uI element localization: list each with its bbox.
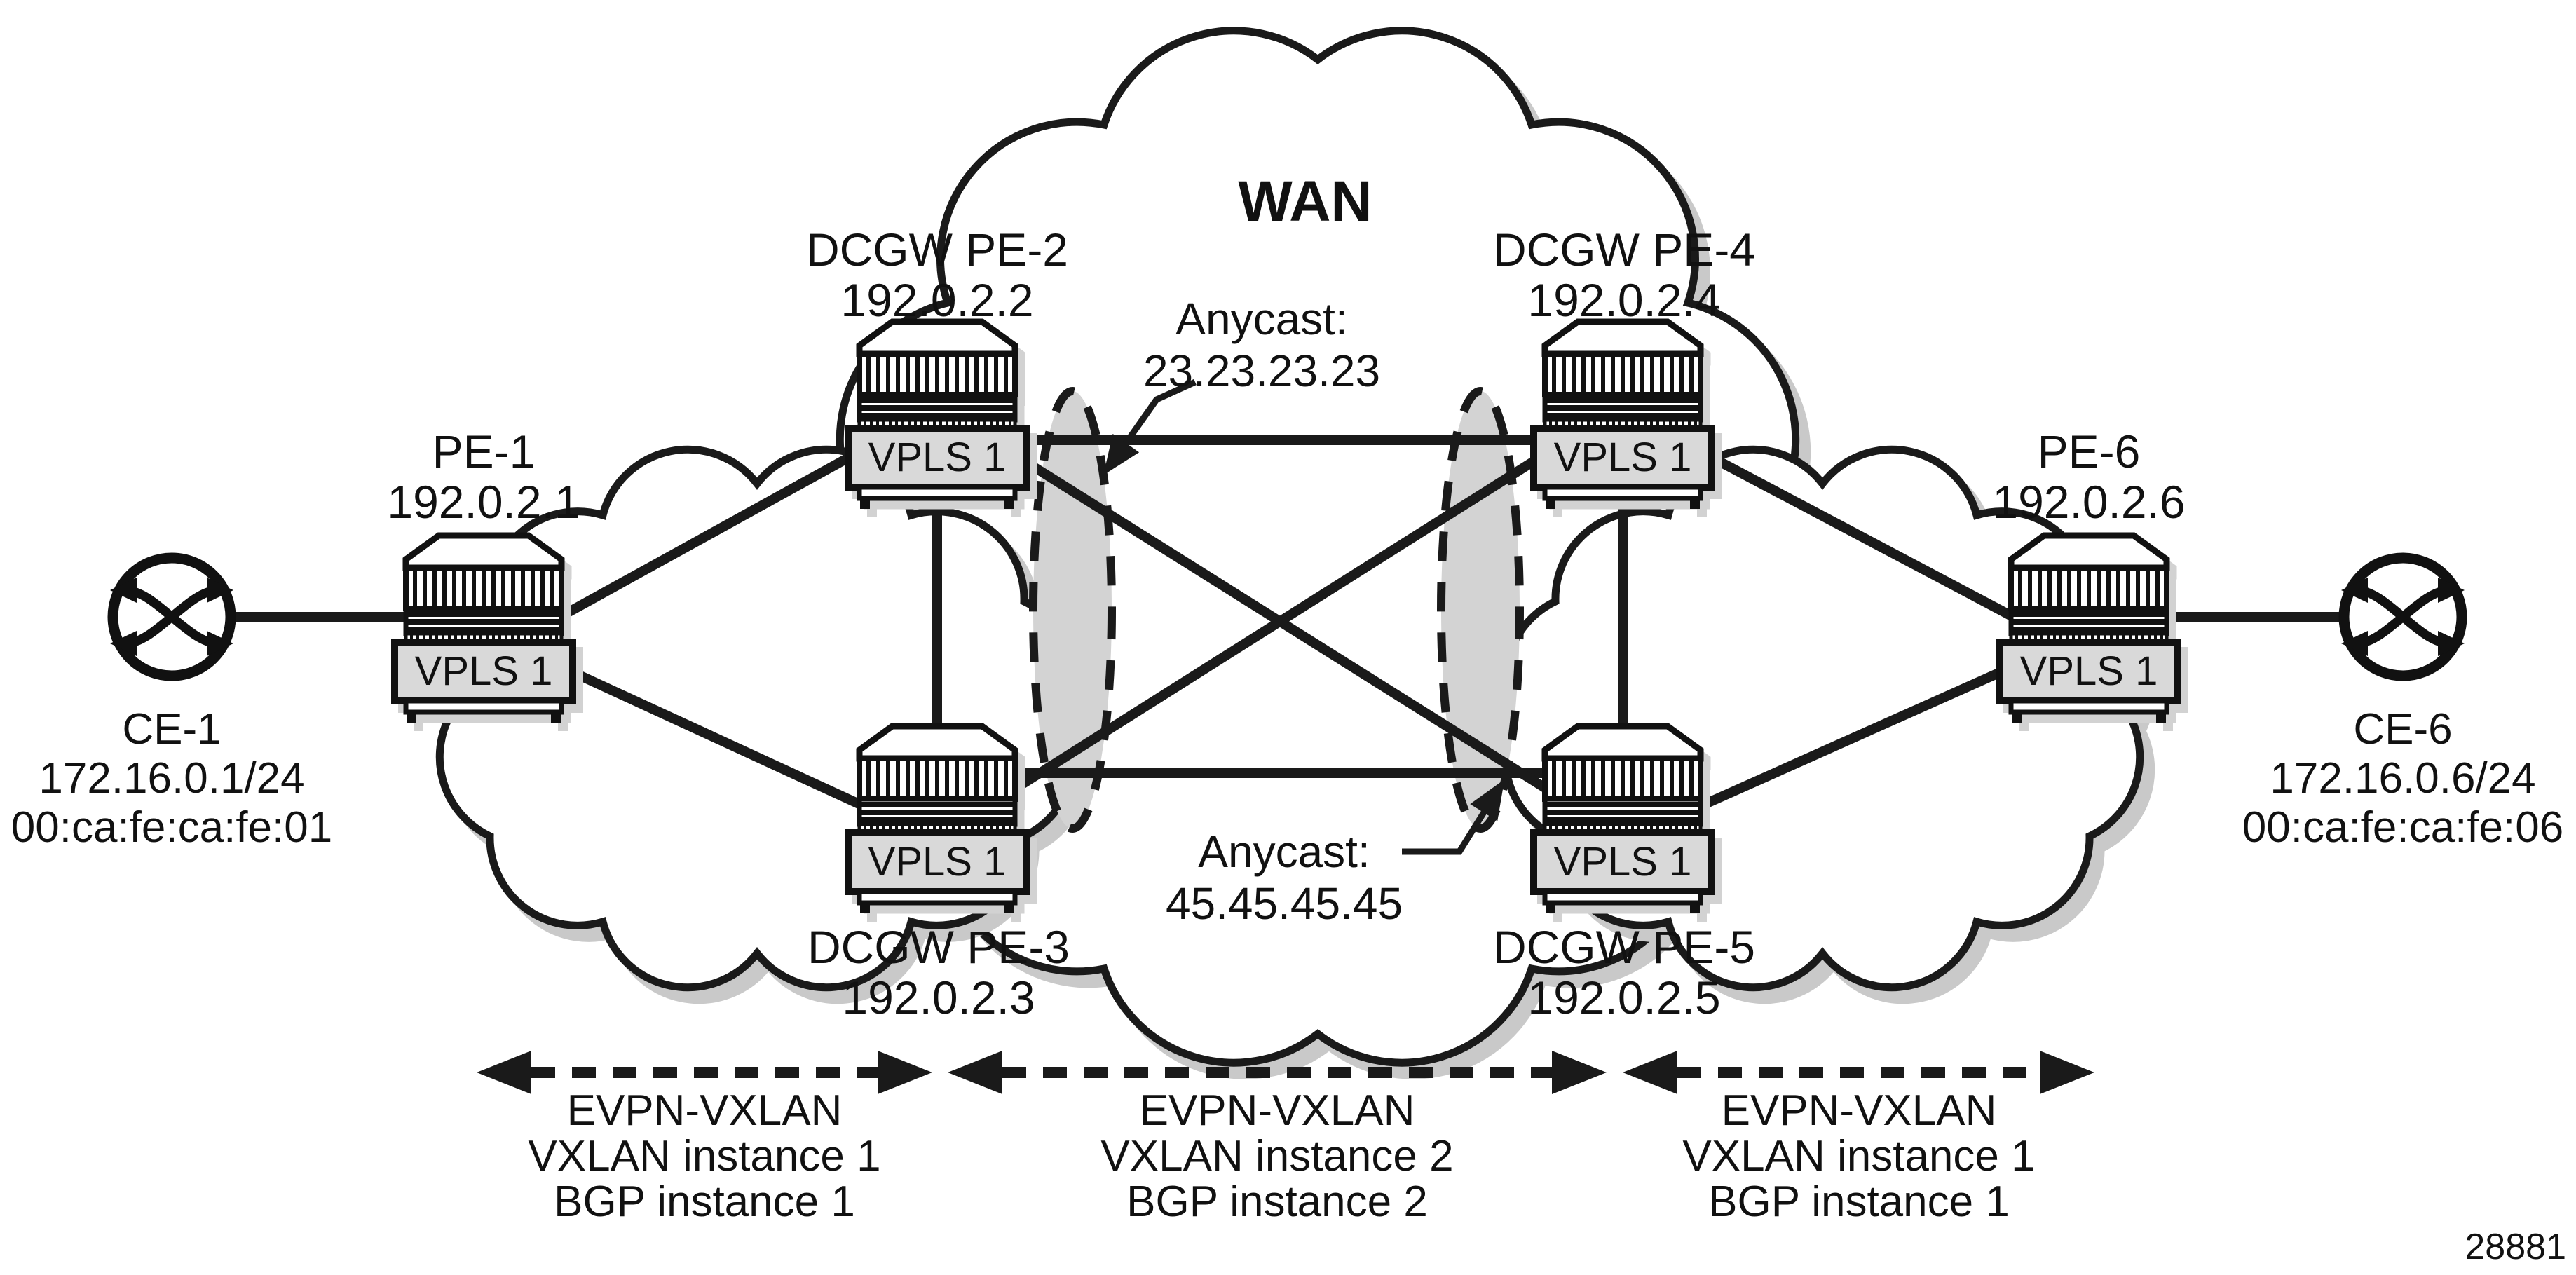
node-label-pe2: DCGW PE-2 192.0.2.2	[806, 224, 1068, 325]
node-label-pe6: PE-6 192.0.2.6	[1992, 426, 2185, 527]
link-pe4-pe6	[1708, 452, 2016, 622]
link-pe1-pe3	[569, 667, 866, 811]
segment-line: VXLAN instance 1	[1682, 1132, 2036, 1180]
link-pe2-pe5	[1022, 457, 1548, 792]
segment-line: EVPN-VXLAN	[566, 1086, 843, 1135]
node-ip: 172.16.0.6/24	[2270, 754, 2536, 803]
segment-label-left: EVPN-VXLAN VXLAN instance 1 BGP instance…	[528, 1088, 880, 1225]
node-mac: 00:ca:fe:ca:fe:01	[11, 803, 333, 852]
node-name: DCGW PE-2	[805, 224, 1069, 275]
router-icon-pe2	[848, 322, 1026, 509]
vpls-label-pe5: VPLS 1	[1553, 839, 1692, 885]
router-icon-pe6	[2000, 536, 2178, 723]
router-icon-pe4	[1534, 322, 1712, 509]
segment-line: EVPN-VXLAN	[1139, 1086, 1415, 1135]
vpls-label-pe3: VPLS 1	[868, 839, 1007, 885]
link-pe5-pe6	[1698, 667, 2004, 811]
node-ip: 192.0.2.2	[840, 274, 1034, 326]
anycast-top-annotation: Anycast: 23.23.23.23	[1143, 293, 1380, 397]
dc-cloud-left	[435, 445, 1079, 992]
segment-line: BGP instance 2	[1126, 1178, 1428, 1226]
anycast-vtep-ellipse-right	[1437, 387, 1524, 833]
vpls-label-pe6: VPLS 1	[2019, 648, 2158, 694]
node-mac: 00:ca:fe:ca:fe:06	[2242, 803, 2564, 852]
dc-cloud-right	[1501, 445, 2144, 992]
link-pe3-pe4	[1014, 457, 1536, 792]
segment-line: EVPN-VXLAN	[1721, 1086, 1997, 1135]
node-label-pe3: DCGW PE-3 192.0.2.3	[807, 922, 1070, 1023]
node-ip: 192.0.2.5	[1527, 971, 1721, 1023]
node-name: DCGW PE-5	[1492, 921, 1756, 973]
vpls-label-pe1: VPLS 1	[414, 648, 553, 694]
node-name: CE-6	[2353, 705, 2453, 754]
node-name: PE-6	[2037, 425, 2141, 477]
anycast-top-title: Anycast:	[1175, 294, 1348, 344]
segment-line: VXLAN instance 1	[528, 1132, 881, 1180]
node-name: DCGW PE-3	[807, 921, 1070, 973]
link-pe1-pe2	[557, 452, 852, 622]
router-icon-pe1	[395, 536, 573, 723]
vpls-label-pe2: VPLS 1	[868, 435, 1007, 480]
anycast-bottom-annotation: Anycast: 45.45.45.45	[1166, 826, 1403, 929]
wan-label: WAN	[1238, 170, 1372, 233]
anycast-bottom-address: 45.45.45.45	[1165, 878, 1403, 929]
segment-label-middle: EVPN-VXLAN VXLAN instance 2 BGP instance…	[1100, 1088, 1453, 1225]
node-ip: 172.16.0.1/24	[39, 754, 305, 803]
node-label-pe4: DCGW PE-4 192.0.2.4	[1493, 224, 1755, 325]
anycast-bottom-title: Anycast:	[1198, 826, 1370, 877]
ce-router-icon-ce6	[2341, 558, 2465, 676]
anycast-arrow-bottom	[1402, 779, 1505, 855]
node-label-ce6: CE-6 172.16.0.6/24 00:ca:fe:ca:fe:06	[2242, 705, 2563, 852]
anycast-vtep-ellipse-left	[1029, 387, 1116, 833]
segment-label-right: EVPN-VXLAN VXLAN instance 1 BGP instance…	[1682, 1088, 2035, 1225]
node-name: DCGW PE-4	[1492, 224, 1756, 275]
node-ip: 192.0.2.1	[387, 476, 580, 528]
node-label-pe1: PE-1 192.0.2.1	[387, 426, 580, 527]
ce-router-icon-ce1	[110, 558, 233, 676]
figure-number: 28881	[2465, 1227, 2566, 1267]
router-icon-pe3	[848, 726, 1026, 913]
segment-line: BGP instance 1	[554, 1178, 855, 1226]
node-label-ce1: CE-1 172.16.0.1/24 00:ca:fe:ca:fe:01	[11, 705, 332, 852]
node-label-pe5: DCGW PE-5 192.0.2.5	[1493, 922, 1755, 1023]
vpls-label-pe4: VPLS 1	[1553, 435, 1692, 480]
segment-line: BGP instance 1	[1708, 1178, 2010, 1226]
router-icon-pe5	[1534, 726, 1712, 913]
node-name: PE-1	[432, 425, 536, 477]
anycast-top-address: 23.23.23.23	[1143, 346, 1381, 396]
node-ip: 192.0.2.3	[842, 971, 1035, 1023]
node-ip: 192.0.2.4	[1527, 274, 1721, 326]
segment-line: VXLAN instance 2	[1100, 1132, 1454, 1180]
node-ip: 192.0.2.6	[1992, 476, 2186, 528]
anycast-arrow-top	[1103, 379, 1197, 475]
node-name: CE-1	[122, 705, 222, 754]
